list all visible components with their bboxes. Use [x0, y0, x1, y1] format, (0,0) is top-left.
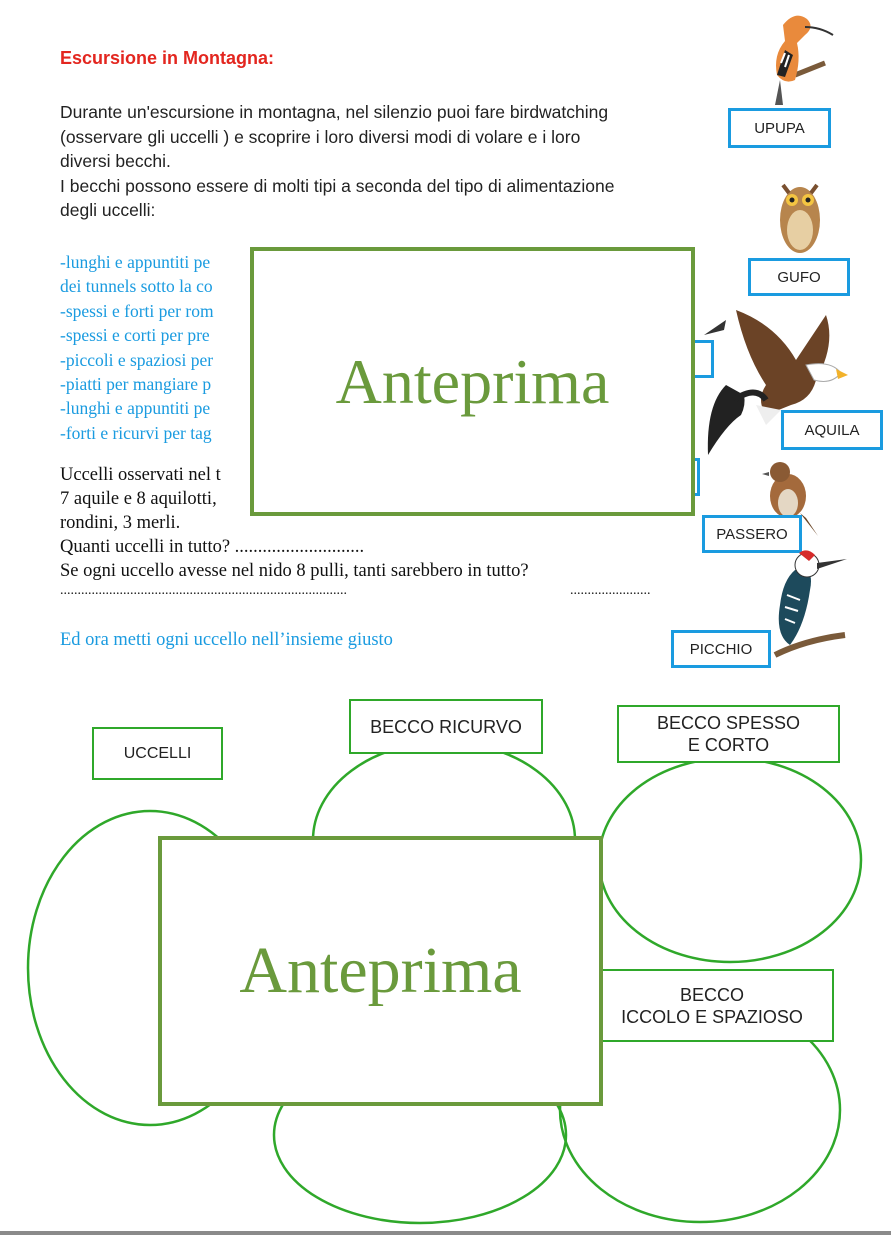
page-title: Escursione in Montagna:	[60, 48, 275, 68]
question-total[interactable]: Quanti uccelli in tutto? ...............…	[60, 537, 365, 557]
list-item: dei tunnels sotto la co	[60, 276, 213, 297]
sparrow-tail	[800, 513, 818, 536]
set-label-becco-piccolo: BECCO ICCOLO E SPAZIOSO	[590, 969, 834, 1042]
set-label-becco-spesso: BECCO SPESSO E CORTO	[617, 705, 840, 763]
swallow-body	[707, 385, 745, 455]
label-hidden-2[interactable]	[690, 458, 700, 496]
swallow-wing-top	[704, 320, 726, 335]
set-label-line: BECCO SPESSO	[656, 713, 801, 733]
set-label-uccelli: UCCELLI	[92, 727, 223, 780]
woodpecker-illustration	[773, 550, 847, 658]
sparrow-illustration	[762, 462, 818, 536]
list-item: -piccoli e spaziosi per	[60, 349, 214, 370]
owl-illustration	[780, 183, 820, 253]
intro-line: degli uccelli:	[60, 200, 156, 220]
woodpecker-crest	[799, 550, 815, 561]
sparrow-chest	[778, 489, 798, 517]
list-item: -spessi e corti per pre	[60, 325, 210, 346]
woodpecker-beak	[817, 559, 847, 569]
preview-watermark-top: Anteprima	[250, 247, 695, 516]
eagle-illustration	[704, 310, 848, 455]
intro-line: diversi becchi.	[60, 151, 171, 171]
observation-text: Uccelli osservati nel t 7 aquile e 8 aqu…	[60, 463, 529, 583]
set-label-line: ICCOLO E SPAZIOSO	[621, 1006, 803, 1027]
question-pulli: Se ogni uccello avesse nel nido 8 pulli,…	[60, 561, 529, 581]
observation-line: rondini, 3 merli.	[60, 513, 181, 533]
instruction-text: Ed ora metti ogni uccello nell’insieme g…	[60, 630, 393, 650]
label-aquila[interactable]: AQUILA	[781, 410, 883, 450]
swallow-wing	[732, 389, 769, 403]
list-item: -lunghi e appuntiti pe	[60, 252, 211, 272]
branch	[794, 60, 826, 78]
preview-text: Anteprima	[239, 934, 522, 1007]
answer-total[interactable]: .......................	[570, 583, 651, 598]
set-label-line: BECCO	[679, 984, 744, 1005]
list-item: -piatti per mangiare p	[60, 374, 212, 395]
eagle-beak	[836, 369, 848, 379]
sparrow-beak	[762, 472, 769, 476]
page-bottom-divider	[0, 1231, 891, 1235]
sparrow-head	[770, 462, 790, 482]
set-label-line: E CORTO	[687, 735, 770, 755]
woodpecker-body	[778, 569, 811, 645]
beak-type-list: -lunghi e appuntiti pe dei tunnels sotto…	[60, 250, 214, 445]
set-label-becco-ricurvo: BECCO RICURVO	[349, 699, 543, 754]
observation-line: 7 aquile e 8 aquilotti,	[60, 489, 217, 509]
set-becco-spesso[interactable]	[597, 756, 863, 964]
list-item: -forti e ricurvi per tag	[60, 422, 212, 443]
wing-stripes	[780, 52, 790, 68]
preview-watermark-bottom: Anteprima	[158, 836, 603, 1106]
hoopoe-beak	[804, 26, 834, 36]
label-picchio[interactable]: PICCHIO	[671, 630, 771, 668]
owl-ears	[781, 183, 819, 195]
woodpecker-spots	[784, 594, 801, 624]
answer-line[interactable]: ........................................…	[60, 583, 347, 598]
list-item: -lunghi e appuntiti pe	[60, 398, 211, 419]
intro-line: (osservare gli uccelli ) e scoprire i lo…	[60, 126, 581, 147]
owl-chest	[787, 210, 813, 250]
intro-line: Durante un'escursione in montagna, nel s…	[60, 102, 609, 122]
intro-paragraph: Durante un'escursione in montagna, nel s…	[60, 100, 720, 223]
label-passero[interactable]: PASSERO	[702, 515, 802, 553]
label-gufo[interactable]: GUFO	[748, 258, 850, 296]
list-item: -spessi e forti per rom	[60, 300, 214, 321]
preview-text: Anteprima	[335, 345, 610, 417]
intro-line: I becchi possono essere di molti tipi a …	[60, 175, 615, 196]
owl-pupil-left	[789, 197, 795, 203]
eagle-tail	[756, 405, 781, 425]
eagle-wings	[736, 310, 830, 415]
branch	[773, 632, 846, 658]
hoopoe-tail	[775, 80, 783, 105]
owl-pupil-right	[805, 197, 811, 203]
label-upupa[interactable]: UPUPA	[728, 108, 831, 148]
hoopoe-illustration	[775, 15, 834, 105]
observation-line: Uccelli osservati nel t	[60, 465, 221, 485]
